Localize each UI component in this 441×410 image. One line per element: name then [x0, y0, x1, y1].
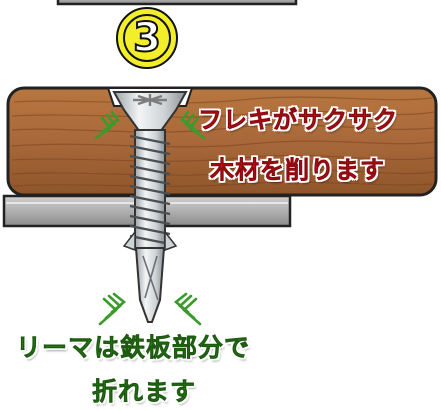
drill-screw-icon	[112, 91, 188, 323]
top-plate-edge	[56, 0, 298, 6]
annotation-top-line1: フレキがサクサク	[198, 106, 398, 135]
annotation-bottom-line2: 折れます	[92, 377, 197, 407]
annotation-bottom-line1: リーマは鉄板部分で	[16, 333, 251, 363]
step-number: 3	[132, 14, 162, 62]
annotation-top-line2: 木材を削ります	[210, 156, 385, 185]
reamer-wings	[122, 229, 178, 252]
chevron-arrows-icon	[94, 110, 206, 140]
step-badge-icon	[116, 7, 178, 69]
chevron-arrows-bottom-icon	[98, 292, 202, 326]
